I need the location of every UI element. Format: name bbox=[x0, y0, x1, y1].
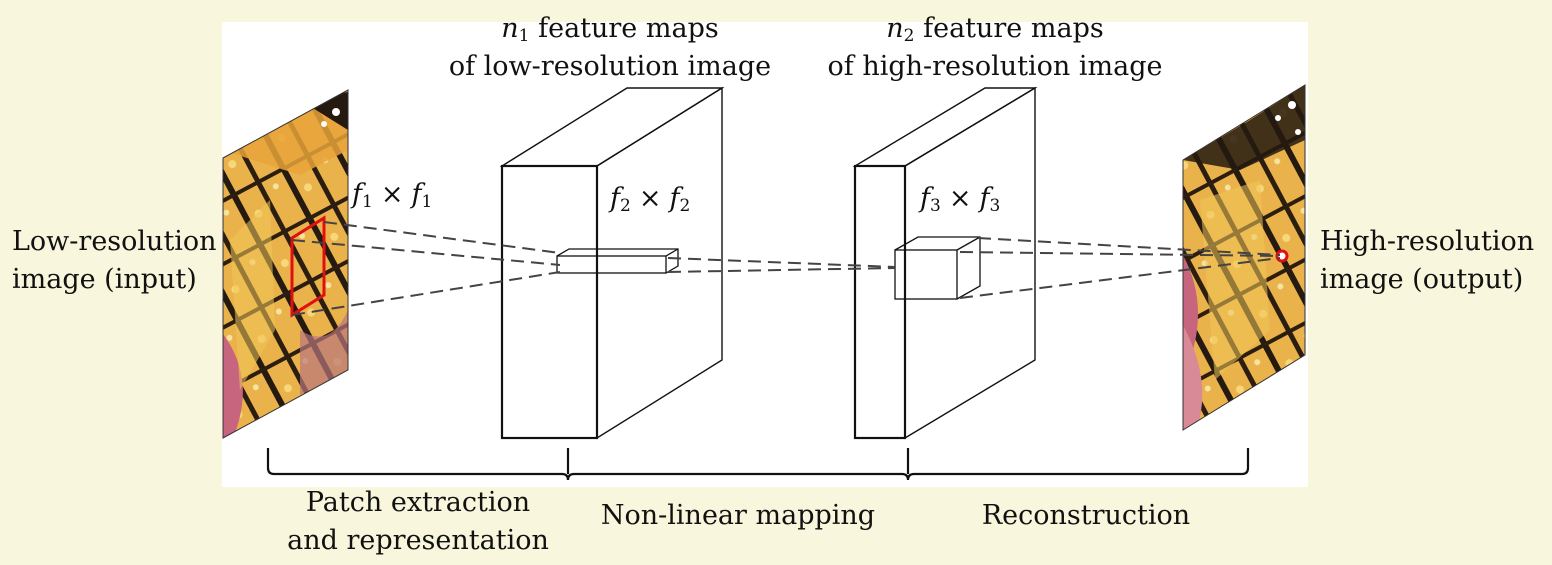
input-label-line1: Low-resolution bbox=[12, 226, 217, 257]
input-butterfly-image bbox=[223, 90, 348, 438]
input-patch-highlight bbox=[290, 215, 326, 318]
filter-size-f1: f1×f1 bbox=[352, 179, 433, 212]
n2-symbol: n2 bbox=[886, 13, 915, 46]
stage-braces bbox=[266, 448, 1250, 481]
stage-label-patch-extraction: Patch extraction and representation bbox=[268, 484, 568, 560]
stage-label-reconstruction: Reconstruction bbox=[908, 497, 1264, 535]
input-image-outline bbox=[222, 89, 349, 439]
stage1-line1: Patch extraction bbox=[305, 487, 531, 518]
stage3-line1: Reconstruction bbox=[981, 500, 1191, 531]
output-pixel-highlight bbox=[1275, 249, 1289, 263]
n1-title-rest: feature maps bbox=[538, 13, 719, 44]
feature-block-n2 bbox=[852, 86, 1038, 440]
feature-block-n1 bbox=[499, 86, 725, 440]
n1-subtitle-line: of low-resolution image bbox=[448, 51, 772, 82]
output-label: High-resolution image (output) bbox=[1320, 223, 1534, 299]
output-label-line1: High-resolution bbox=[1320, 226, 1535, 257]
filter-size-f3: f3×f3 bbox=[920, 183, 1001, 216]
projection-lines bbox=[291, 221, 1281, 316]
n2-title-line: n2 feature maps bbox=[815, 10, 1175, 48]
filter-size-f2: f2×f2 bbox=[610, 183, 691, 216]
stage2-line1: Non-linear mapping bbox=[600, 500, 876, 531]
n1-symbol: n1 bbox=[501, 13, 530, 46]
n1-feature-maps-label: n1 feature maps of low-resolution image bbox=[440, 10, 780, 86]
n2-feature-maps-label: n2 feature maps of high-resolution image bbox=[815, 10, 1175, 86]
output-label-line2: image (output) bbox=[1320, 264, 1524, 295]
output-image-outline bbox=[1182, 84, 1306, 431]
n2-title-rest: feature maps bbox=[923, 13, 1104, 44]
input-label: Low-resolution image (input) bbox=[12, 223, 217, 299]
input-label-line2: image (input) bbox=[12, 264, 197, 295]
feature-patch-n2 bbox=[894, 236, 981, 300]
stage1-line2: and representation bbox=[287, 525, 549, 556]
stage-label-nonlinear-mapping: Non-linear mapping bbox=[568, 497, 908, 535]
n2-subtitle-line: of high-resolution image bbox=[827, 51, 1163, 82]
n1-title-line: n1 feature maps bbox=[440, 10, 780, 48]
